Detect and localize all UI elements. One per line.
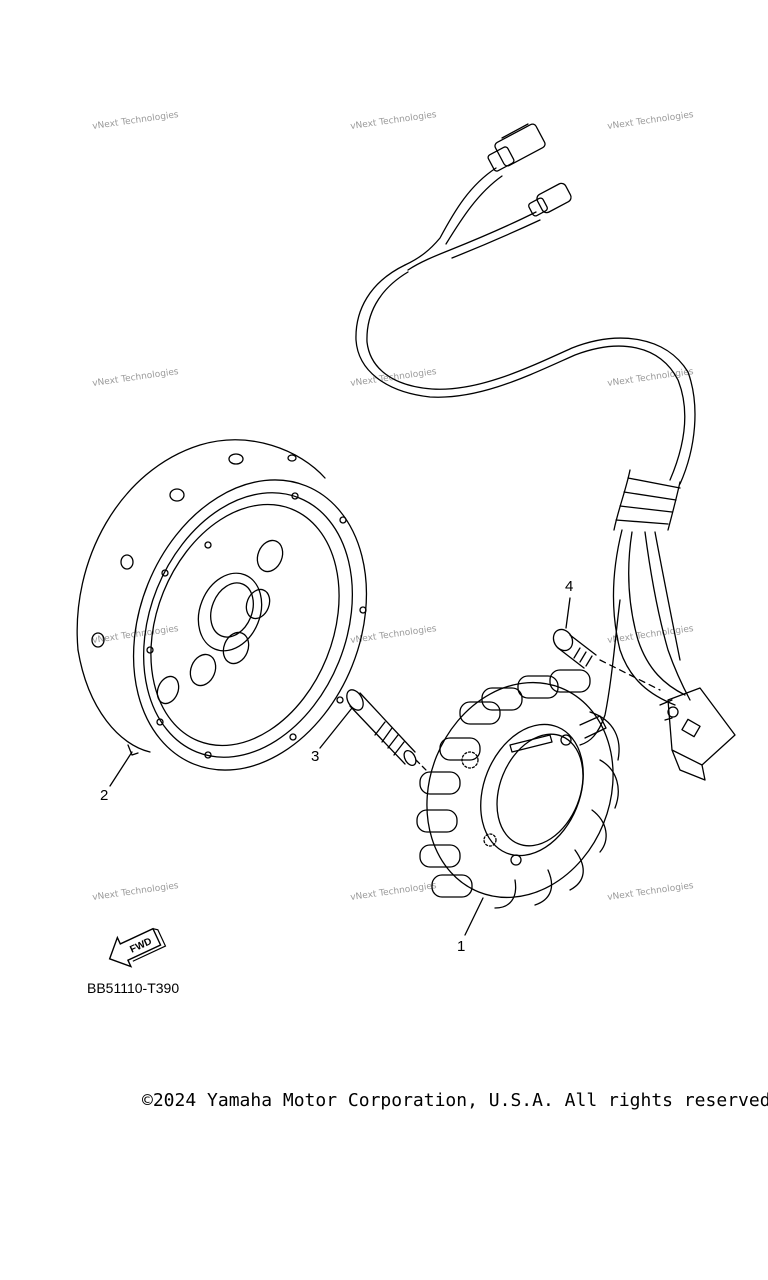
stator-assembly — [416, 669, 620, 909]
copyright-notice: ©2024 Yamaha Motor Corporation, U.S.A. A… — [142, 1090, 768, 1111]
pickup-coil — [659, 687, 736, 781]
grommet — [613, 469, 681, 531]
diagram-code: BB51110-T390 — [87, 980, 180, 996]
leader-line-1 — [464, 897, 484, 936]
callout-4: 4 — [565, 578, 574, 595]
bolt-3 — [346, 689, 429, 773]
callout-1: 1 — [457, 938, 466, 955]
coupler-connector — [494, 123, 546, 167]
leader-line-2 — [109, 751, 133, 787]
callout-2: 2 — [100, 787, 109, 804]
leader-line-3 — [319, 707, 353, 749]
rotor-flywheel — [76, 439, 368, 771]
screw-4 — [552, 628, 661, 691]
wire-harness — [355, 123, 696, 746]
leader-line-4 — [565, 597, 571, 629]
coupler-connector-small — [536, 182, 572, 214]
fwd-arrow-icon: FWD — [108, 927, 167, 968]
callout-3: 3 — [311, 748, 320, 765]
